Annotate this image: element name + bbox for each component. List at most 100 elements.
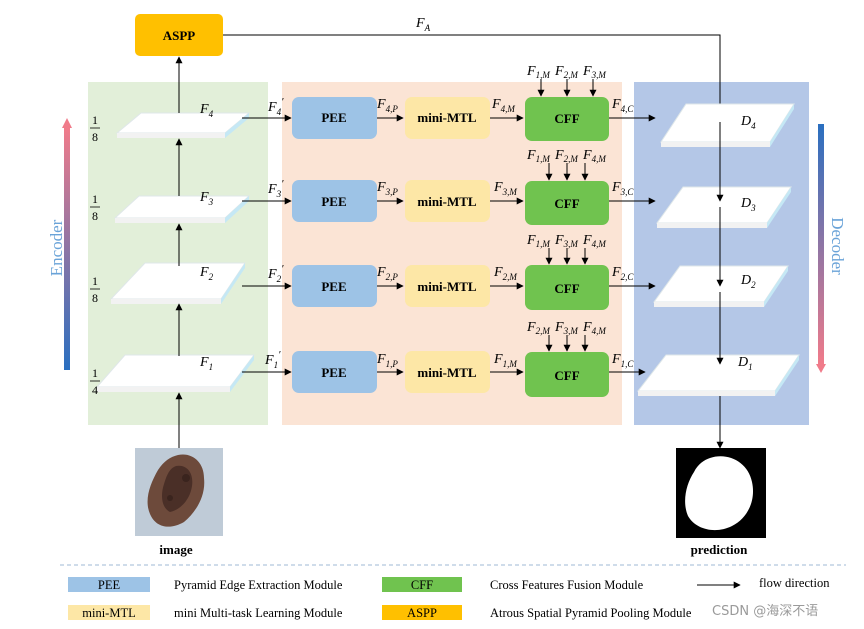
svg-text:PEE: PEE xyxy=(321,194,346,209)
svg-text:4: 4 xyxy=(92,383,98,397)
encoder-slab-f1 xyxy=(95,354,255,392)
svg-text:1: 1 xyxy=(92,274,98,288)
feature-label-f3: F3 xyxy=(199,190,214,207)
svg-text:PEE: PEE xyxy=(321,110,346,125)
decoder-label-d4: D4 xyxy=(740,114,756,131)
pee-box-1 xyxy=(292,351,377,393)
cff-box-1 xyxy=(525,352,609,397)
svg-text:mini Multi-task Learning Modul: mini Multi-task Learning Module xyxy=(174,606,343,620)
svg-text:F4,M: F4,M xyxy=(582,148,606,164)
pee-box-4 xyxy=(292,97,377,139)
legend: PEE Pyramid Edge Extraction Module CFF C… xyxy=(68,576,830,620)
mtl-box-4 xyxy=(405,97,490,139)
feature-label-f1: F1 xyxy=(199,355,213,372)
legend-swatch-pee xyxy=(68,577,150,592)
decoder-label-d1: D1 xyxy=(737,355,753,372)
decoder-label-d2: D2 xyxy=(740,273,756,290)
aspp-box xyxy=(135,14,223,56)
svg-text:Cross Features Fusion Module: Cross Features Fusion Module xyxy=(490,578,644,592)
svg-text:F1,M: F1,M xyxy=(493,352,517,369)
pipeline-row-1: F1′ PEE F1,P mini-MTL F1,M CFF F1,C F2,M… xyxy=(242,320,646,397)
svg-text:F1,P: F1,P xyxy=(376,352,398,369)
pipeline-row-3: F3′ PEE F3,P mini-MTL F3,M CFF F3,C F1,M… xyxy=(242,148,656,225)
svg-text:mini-MTL: mini-MTL xyxy=(417,365,477,380)
svg-text:F3,P: F3,P xyxy=(376,180,398,197)
scale-fraction-f3: 1 8 xyxy=(90,192,100,223)
svg-text:F3,M: F3,M xyxy=(582,64,606,80)
svg-text:F4,M: F4,M xyxy=(582,233,606,249)
input-image xyxy=(135,448,223,536)
encoder-slab-f3 xyxy=(113,195,251,223)
svg-text:F2,P: F2,P xyxy=(376,265,398,282)
svg-text:CFF: CFF xyxy=(411,578,433,592)
svg-text:mini-MTL: mini-MTL xyxy=(82,606,135,620)
cff-box-3 xyxy=(525,181,609,225)
svg-text:CFF: CFF xyxy=(554,111,579,126)
mtl-box-1 xyxy=(405,351,490,393)
svg-text:Pyramid Edge Extraction Module: Pyramid Edge Extraction Module xyxy=(174,578,343,592)
decoder-gradient-arrow xyxy=(816,124,826,373)
svg-text:F3,M: F3,M xyxy=(554,320,578,336)
cff-box-2 xyxy=(525,265,609,310)
svg-text:F1,M: F1,M xyxy=(526,233,550,249)
fa-label: FA xyxy=(415,16,431,33)
svg-text:PEE: PEE xyxy=(321,365,346,380)
svg-text:PEE: PEE xyxy=(98,578,121,592)
feature-label-f4: F4 xyxy=(199,102,214,119)
svg-text:CFF: CFF xyxy=(554,281,579,296)
svg-text:8: 8 xyxy=(92,130,98,144)
svg-text:F4,M: F4,M xyxy=(582,320,606,336)
svg-text:F2,C: F2,C xyxy=(611,265,634,282)
aspp-label: ASPP xyxy=(163,28,196,43)
svg-text:F1,C: F1,C xyxy=(611,352,634,369)
svg-text:1: 1 xyxy=(92,113,98,127)
encoder-side-label: Encoder xyxy=(47,219,66,276)
pee-box-2 xyxy=(292,265,377,307)
svg-text:F4,M: F4,M xyxy=(491,97,515,114)
scale-fraction-f1: 1 4 xyxy=(90,366,100,397)
svg-text:mini-MTL: mini-MTL xyxy=(417,110,477,125)
pee-box-3 xyxy=(292,180,377,222)
svg-text:F2,M: F2,M xyxy=(554,64,578,80)
svg-text:F4,C: F4,C xyxy=(611,97,634,114)
mtl-box-2 xyxy=(405,265,490,307)
svg-text:Atrous Spatial Pyramid Pooling: Atrous Spatial Pyramid Pooling Module xyxy=(490,606,692,620)
input-caption: image xyxy=(159,542,192,557)
svg-text:8: 8 xyxy=(92,209,98,223)
decoder-slab-d3 xyxy=(656,186,792,228)
svg-text:8: 8 xyxy=(92,291,98,305)
svg-text:mini-MTL: mini-MTL xyxy=(417,194,477,209)
svg-text:1: 1 xyxy=(92,192,98,206)
svg-text:flow direction: flow direction xyxy=(759,576,830,590)
svg-text:ASPP: ASPP xyxy=(407,606,437,620)
mtl-box-3 xyxy=(405,180,490,222)
prediction-mask xyxy=(676,448,766,538)
pipeline-row-4: F4′ PEE F4,P mini-MTL F4,M CFF F4,C F1,M… xyxy=(242,64,656,141)
svg-text:mini-MTL: mini-MTL xyxy=(417,279,477,294)
svg-text:F2,M: F2,M xyxy=(493,265,517,282)
svg-text:F4,P: F4,P xyxy=(376,97,398,114)
decoder-side-label: Decoder xyxy=(828,217,847,275)
legend-swatch-aspp xyxy=(382,605,462,620)
svg-text:CFF: CFF xyxy=(554,368,579,383)
svg-text:CFF: CFF xyxy=(554,196,579,211)
decoder-slab-d1 xyxy=(636,354,800,396)
legend-swatch-cff xyxy=(382,577,462,592)
legend-swatch-mtl xyxy=(68,605,150,620)
svg-text:1: 1 xyxy=(92,366,98,380)
svg-text:F1,M: F1,M xyxy=(526,148,550,164)
svg-text:F3,M: F3,M xyxy=(554,233,578,249)
svg-text:PEE: PEE xyxy=(321,279,346,294)
watermark: CSDN @海深不语 xyxy=(712,604,818,619)
svg-text:F1,M: F1,M xyxy=(526,64,550,80)
pipeline-row-2: F2′ PEE F2,P mini-MTL F2,M CFF F2,C F1,M… xyxy=(242,233,656,310)
decoder-slab-d4 xyxy=(660,103,795,147)
svg-text:F3,C: F3,C xyxy=(611,180,634,197)
svg-text:F2′: F2′ xyxy=(267,263,284,284)
svg-text:F3′: F3′ xyxy=(267,178,284,199)
feature-label-f2: F2 xyxy=(199,265,214,282)
svg-text:F1′: F1′ xyxy=(264,349,281,370)
svg-text:F4′: F4′ xyxy=(267,96,284,117)
svg-text:F2,M: F2,M xyxy=(554,148,578,164)
